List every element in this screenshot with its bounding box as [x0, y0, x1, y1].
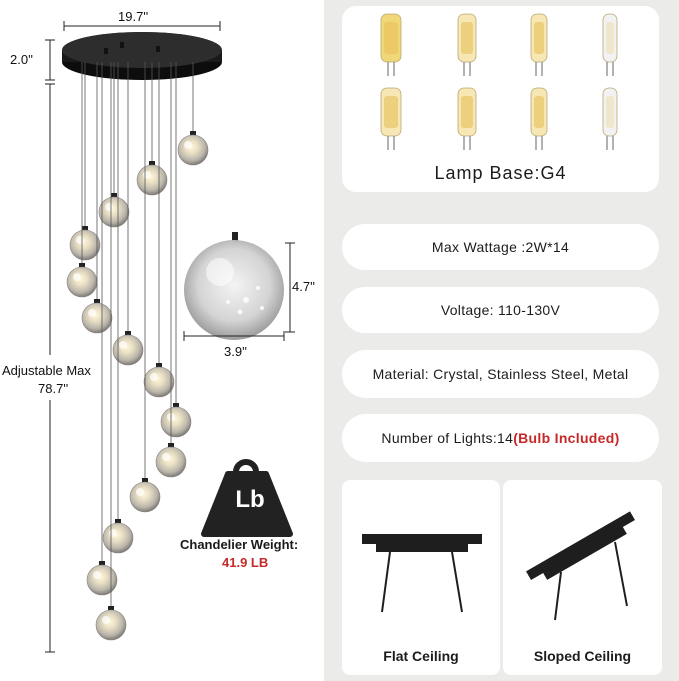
- pendant-cap: [82, 226, 88, 232]
- lights-pill: Number of Lights:14(Bulb Included): [342, 414, 659, 462]
- flat-ceiling-label: Flat Ceiling: [383, 648, 459, 664]
- pendant-globe: [155, 446, 187, 478]
- pendant-globe: [98, 196, 130, 228]
- pendant-cap: [111, 193, 117, 199]
- pendant-globe: [95, 609, 127, 641]
- sloped-ceiling-icon: [526, 511, 635, 621]
- g4-bulbs-illustration: [380, 13, 618, 150]
- bulb-chip: [534, 96, 544, 128]
- g4-bulb: [602, 13, 618, 63]
- pendant-globe: [69, 229, 101, 261]
- canopy-height-label: 2.0'': [10, 52, 34, 67]
- pendant-cap: [125, 331, 131, 337]
- pendant-globe: [177, 134, 209, 166]
- lamp-base-card: Lamp Base:G4: [342, 6, 659, 192]
- globe-highlight: [136, 488, 144, 496]
- bulb-chip: [606, 22, 614, 54]
- pendant-cap: [173, 403, 179, 409]
- pendant-cap: [190, 131, 196, 137]
- pendant-globe: [112, 334, 144, 366]
- adjustable-length-dimension: [45, 83, 55, 653]
- max-wattage-text: Max Wattage :2W*14: [431, 239, 570, 255]
- globe-height-label: 4.7'': [292, 279, 316, 294]
- pendant-globe: [81, 302, 113, 334]
- bulb-chip: [384, 22, 398, 54]
- pendant-globes: [66, 62, 209, 641]
- flat-ceiling-card: Flat Ceiling: [342, 480, 500, 675]
- flat-ceiling-icon: [362, 534, 482, 613]
- bulb-chip: [461, 22, 473, 54]
- pendant-cap: [142, 478, 148, 484]
- lamp-base-text: Lamp Base:G4: [434, 163, 567, 183]
- material-text: Material: Crystal, Stainless Steel, Meta…: [372, 366, 629, 382]
- adjustable-label: Adjustable Max: [2, 363, 91, 378]
- pendant-cap: [115, 519, 121, 525]
- width-label: 19.7'': [118, 9, 149, 24]
- chandelier-illustration: [45, 21, 295, 653]
- bulb-chip: [606, 96, 614, 128]
- globe-height-dimension: [285, 242, 295, 333]
- pendant-globe: [160, 406, 192, 438]
- weight-value: 41.9 LB: [222, 555, 269, 570]
- voltage-text: Voltage: 110-130V: [440, 302, 561, 318]
- globe-highlight: [150, 373, 158, 381]
- pendant-globe: [129, 481, 161, 513]
- weight-label: Chandelier Weight:: [180, 537, 299, 552]
- globe-highlight: [93, 571, 101, 579]
- pendant-globe: [136, 164, 168, 196]
- sloped-ceiling-card: Sloped Ceiling: [503, 480, 662, 675]
- globe-highlight: [109, 529, 117, 537]
- lights-text: Number of Lights:14: [381, 430, 514, 446]
- weight-icon: [201, 459, 293, 537]
- globe-highlight: [105, 203, 113, 211]
- sloped-ceiling-label: Sloped Ceiling: [533, 648, 632, 664]
- weight-icon-label: Lb: [235, 486, 265, 513]
- pendant-globe: [86, 564, 118, 596]
- g4-bulb: [602, 87, 618, 137]
- pendant-cap: [156, 363, 162, 369]
- globe-highlight: [102, 616, 110, 624]
- pendant-cap: [108, 606, 114, 612]
- globe-highlight: [162, 453, 170, 461]
- ceiling-canopy: [62, 32, 222, 80]
- pendant-globe: [66, 266, 98, 298]
- globe-highlight: [143, 171, 151, 179]
- canopy-height-dimension: [45, 39, 55, 81]
- width-dimension: [63, 21, 221, 31]
- globe-width-dimension: [183, 331, 285, 341]
- globe-highlight: [73, 273, 81, 281]
- globe-highlight: [119, 341, 127, 349]
- pendant-cap: [168, 443, 174, 449]
- bulb-included-text: (Bulb Included): [513, 430, 620, 446]
- adjustable-value: 78.7'': [38, 381, 69, 396]
- bulb-chip: [534, 22, 544, 54]
- globe-highlight: [88, 309, 96, 317]
- globe-highlight: [184, 141, 192, 149]
- bulb-chip: [461, 96, 473, 128]
- pendant-globe: [102, 522, 134, 554]
- globe-detail: [184, 232, 284, 340]
- pendant-cap: [94, 299, 100, 305]
- bulb-chip: [384, 96, 398, 128]
- material-pill: Material: Crystal, Stainless Steel, Meta…: [342, 350, 659, 398]
- max-wattage-pill: Max Wattage :2W*14: [342, 224, 659, 270]
- pendant-cap: [99, 561, 105, 567]
- pendant-cap: [79, 263, 85, 269]
- pendant-globe: [143, 366, 175, 398]
- pendant-cap: [149, 161, 155, 167]
- voltage-pill: Voltage: 110-130V: [342, 287, 659, 333]
- globe-width-label: 3.9'': [224, 344, 248, 359]
- globe-highlight: [76, 236, 84, 244]
